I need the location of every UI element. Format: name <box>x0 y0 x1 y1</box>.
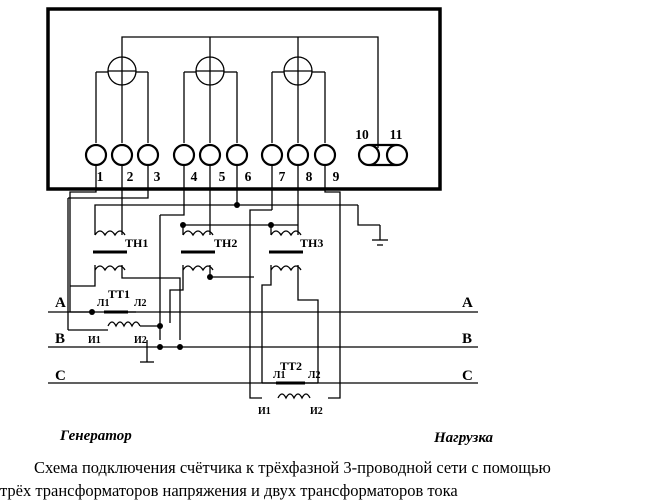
junction-dots <box>89 202 274 350</box>
terminal-number: 9 <box>333 169 340 184</box>
phase-labels: A B C A B C <box>55 295 473 384</box>
transformer-tn3 <box>269 230 303 272</box>
tt2-i2-label: И2 <box>310 406 323 417</box>
terminal-number: 3 <box>154 169 161 184</box>
tt1-i1-label: И1 <box>88 335 101 346</box>
tn1-label: ТН1 <box>125 236 148 250</box>
caption-line-2: трёх трансформаторов напряжения и двух т… <box>0 481 458 500</box>
terminal-number: 5 <box>219 169 226 184</box>
generator-label: Генератор <box>59 428 132 444</box>
meter-internal-wiring <box>95 36 379 148</box>
phase-lines <box>48 311 478 384</box>
terminal-3 <box>136 143 160 167</box>
phase-c-right: C <box>462 368 473 384</box>
terminal-number: 10 <box>355 127 369 142</box>
tn2-label: ТН2 <box>214 236 237 250</box>
terminal-number: 11 <box>390 127 403 142</box>
tt1-l2-label: Л2 <box>134 298 146 309</box>
phase-a-right: A <box>462 295 473 311</box>
terminal-number: 4 <box>191 169 198 184</box>
external-wiring <box>67 165 388 399</box>
terminal-number: 8 <box>306 169 313 184</box>
terminal-number: 6 <box>245 169 252 184</box>
transformer-tn1 <box>93 230 127 272</box>
transformer-labels: ТН1 ТН2 ТН3 ТТ1 ТТ2 <box>108 236 323 373</box>
terminal-6 <box>225 143 249 167</box>
terminal-5 <box>198 143 222 167</box>
phase-b-right: B <box>462 331 472 347</box>
meter-terminals <box>84 143 409 167</box>
terminal-number: 1 <box>97 169 104 184</box>
transformer-tt2 <box>276 381 311 400</box>
terminal-11 <box>385 143 409 167</box>
tt2-l2-label: Л2 <box>308 370 320 381</box>
terminal-4 <box>172 143 196 167</box>
terminal-numbers: 1 2 3 4 5 6 7 8 9 10 11 <box>97 127 403 184</box>
side-labels: Генератор Нагрузка <box>59 428 494 446</box>
tt2-label: ТТ2 <box>280 359 302 373</box>
transformer-tn2 <box>181 230 215 272</box>
tt1-label: ТТ1 <box>108 287 130 301</box>
terminal-2 <box>110 143 134 167</box>
transformer-tt1 <box>104 310 141 328</box>
tt1-l1-label: Л1 <box>97 298 109 309</box>
current-transformers <box>104 310 311 400</box>
tt2-l1-label: Л1 <box>273 370 285 381</box>
terminal-number: 2 <box>127 169 134 184</box>
terminal-number: 7 <box>279 169 286 184</box>
terminal-9 <box>313 143 337 167</box>
voltage-transformers <box>93 230 303 272</box>
ct-tap-labels: Л1 Л2 И1 И2 Л1 Л2 И1 И2 <box>88 298 323 417</box>
phase-b-left: B <box>55 331 65 347</box>
tt1-i2-label: И2 <box>134 335 147 346</box>
terminal-1 <box>84 143 108 167</box>
caption-line-1: Схема подключения счётчика к трёхфазной … <box>34 458 551 477</box>
phase-a-left: A <box>55 295 66 311</box>
load-label: Нагрузка <box>433 430 494 446</box>
terminal-8 <box>286 143 310 167</box>
terminal-10 <box>357 143 381 167</box>
tn3-label: ТН3 <box>300 236 323 250</box>
terminal-7 <box>260 143 284 167</box>
tt2-i1-label: И1 <box>258 406 271 417</box>
phase-c-left: C <box>55 368 66 384</box>
meter-housing <box>46 7 442 191</box>
